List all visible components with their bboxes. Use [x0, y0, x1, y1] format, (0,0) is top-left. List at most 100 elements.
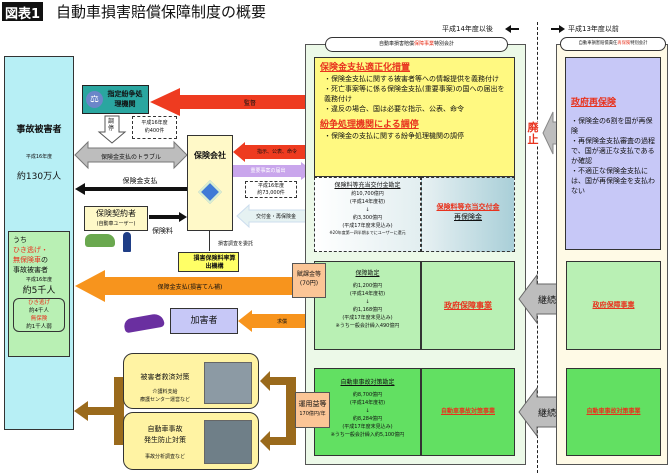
car-icon — [85, 234, 115, 247]
sub-count: 約5千人 — [22, 286, 56, 296]
mediation-label: 調停 — [108, 118, 115, 132]
orders-arrow — [233, 142, 313, 162]
old-guarantee-business: 政府保障事業 — [566, 261, 661, 350]
sub-line: 事故被害者 — [13, 266, 48, 274]
survey-line — [209, 231, 210, 251]
relief-title: 被害者救済対策 — [140, 373, 190, 381]
guarantee-v2: 約1,168億円 — [352, 307, 383, 313]
sub-year: 平成16年度 — [25, 277, 53, 283]
premium-arrow-down: ↓ — [365, 207, 370, 213]
compensation-arrow — [75, 270, 295, 302]
dispute-body-icon: ⚖ — [86, 91, 103, 108]
sub-hit-and-run: ひき逃げ・ — [13, 246, 48, 254]
premium-grant-sub: 再保険金 — [454, 213, 482, 221]
guarantee-v2-note: (平成17年度末見込み) — [342, 315, 393, 321]
period-after: 平成14年度以後 — [442, 25, 493, 33]
old-header-post: 特別会計 — [630, 41, 648, 46]
dispute-year: 平成16年度 — [141, 120, 168, 126]
policyholder-sub: (自動車ユーザー) — [96, 221, 136, 227]
premium-v1-note: (平成14年度初) — [349, 199, 386, 205]
report-count: 約73,000件 — [257, 190, 285, 196]
orders-label: 指示、公表、命令 — [256, 149, 297, 155]
guarantee-title: 保障勘定 — [355, 270, 380, 277]
accident-note: ※うち一般会計繰入約5,100億円 — [330, 432, 405, 438]
policyholder-name: 保険契約者 — [96, 209, 136, 218]
header-post: 特別会計 — [434, 41, 455, 47]
premium-label: 保険料 — [152, 227, 173, 235]
dispute-count: 約400件 — [144, 128, 165, 134]
returns-label: 運用益等 — [298, 400, 327, 408]
report-label: 重要事案の届出 — [250, 168, 286, 174]
un-label: 無保険 — [30, 316, 48, 322]
continue-label-guarantee: 継続 — [537, 296, 556, 306]
measures-title1: 保険金支払適正化措置 — [320, 63, 411, 73]
dispute-count-box: 平成16年度約400件 — [132, 116, 177, 139]
report-count-box: 平成16年度約73,000件 — [245, 181, 297, 198]
rating-org-box: 損害保険料率算出機構 — [178, 252, 239, 272]
report-arrow — [233, 162, 313, 180]
relief-l1: 介護料支給 — [152, 389, 178, 395]
guarantee-account-box: 保障勘定 約1,200億円 (平成14年度初) ↓ 約1,168億円 (平成17… — [314, 261, 421, 350]
prevention-title2: 発生防止対策 — [144, 436, 186, 444]
figure-badge: 図表1 — [2, 2, 44, 22]
recourse-label: 求償 — [276, 319, 287, 325]
reinsurance-item: ・再保険金支払審査の過程で、国が適正な支払であるか確認 — [571, 137, 655, 165]
reinsurance-item: ・不適正な保険金支払には、国が再保険金を支払わない — [571, 167, 655, 195]
relief-l2: 療護センター運営など — [139, 397, 190, 403]
premium-account-title: 保険料等充当交付金勘定 — [334, 182, 401, 189]
accident-v2-note: (平成17年度末見込み) — [342, 424, 393, 430]
hr-label: ひき逃げ — [27, 300, 50, 306]
premium-v2-note: (平成17年度末見込み) — [342, 223, 393, 229]
hr-count: 約4千人 — [29, 308, 49, 314]
measure-item: ・保険金支払に関する被害者等への情報提供を義務付け — [324, 75, 499, 83]
page-title: 自動車損害賠償保障制度の概要 — [56, 3, 267, 21]
sub-suffix: の — [41, 256, 48, 264]
insurer-label: 保険会社 — [194, 151, 226, 160]
person-icon — [123, 232, 131, 252]
payment-label: 保険金支払 — [122, 177, 158, 185]
continue-label-accident: 継続 — [537, 409, 556, 419]
dispute-body-name: 指定紛争処理機関 — [107, 90, 143, 108]
grants-label: 交付金・再保険金 — [255, 214, 296, 220]
accident-business: 自動車事故対策事業 — [421, 368, 515, 456]
period-before: 平成13年度以前 — [568, 25, 619, 33]
trouble-label: 保険金支払のトラブル — [100, 154, 161, 161]
premium-v2: 約3,300億円 — [352, 215, 383, 221]
reinsurance-title: 政府再保険 — [571, 98, 617, 108]
measures-title2: 紛争処理機関による調停 — [320, 120, 419, 130]
accident-title: 自動車事故対策勘定 — [340, 379, 395, 386]
accident-account-box: 自動車事故対策勘定 約8,700億円 (平成14年度初) ↓ 約8,284億円 … — [314, 368, 421, 456]
guarantee-v1-note: (平成14年度初) — [349, 291, 386, 297]
supervision-arrow — [150, 88, 310, 116]
reinsurance-box: 政府再保険 ・保険金の6割を国が再保険 ・再保険金支払審査の過程で、国が適正な支… — [565, 57, 661, 250]
accident-arrow-down: ↓ — [365, 408, 370, 414]
header-red: 保障事業 — [413, 41, 434, 47]
old-account-header: 自動車損害賠償責任再保険特別会計 — [560, 37, 666, 51]
accident-v2: 約8,284億円 — [352, 416, 383, 422]
recourse-arrow — [238, 310, 314, 332]
new-account-header: 自動車損害賠償保障事業特別会計 — [325, 37, 508, 52]
measure-item: ・違反の場合、国は必要な指示、公表、命令 — [324, 105, 464, 113]
sub-uninsured: 無保険車 — [13, 256, 41, 264]
measures-box: 保険金支払適正化措置 ・保険金支払に関する被害者等への情報提供を義務付け ・死亡… — [314, 57, 515, 177]
accident-v1-note: (平成14年度初) — [349, 400, 386, 406]
measures-arrows — [74, 371, 296, 451]
old-header-pre: 自動車損害賠償責任 — [578, 41, 618, 46]
guarantee-arrow-down: ↓ — [365, 299, 370, 305]
reinsurance-item: ・保険金の6割を国が再保険 — [571, 117, 653, 135]
sub-victims-box: うち ひき逃げ・ 無保険車の 事故被害者 平成16年度 約5千人 ひき逃げ 約4… — [8, 231, 70, 357]
premium-grant-box: 保険料等充当交付金 再保険金 — [421, 177, 515, 252]
prevention-l1: 事故分析調査など — [144, 454, 185, 460]
old-accident-business: 自動車事故対策事業 — [566, 368, 661, 456]
offender-car-icon — [123, 312, 165, 334]
un-count: 約1千人弱 — [26, 324, 52, 330]
prevention-photo — [204, 420, 252, 464]
premium-arrow — [149, 212, 187, 222]
old-header-red: 再保険 — [617, 41, 631, 46]
supervision-label: 監督 — [243, 100, 256, 107]
relief-photo — [204, 362, 252, 404]
victims-year: 平成16年度 — [25, 154, 53, 160]
measure-item: ・死亡事案等に係る保険金支払(重要事案)の国への届出を義務付け — [324, 85, 505, 103]
levy-amount: (70円) — [299, 280, 319, 287]
